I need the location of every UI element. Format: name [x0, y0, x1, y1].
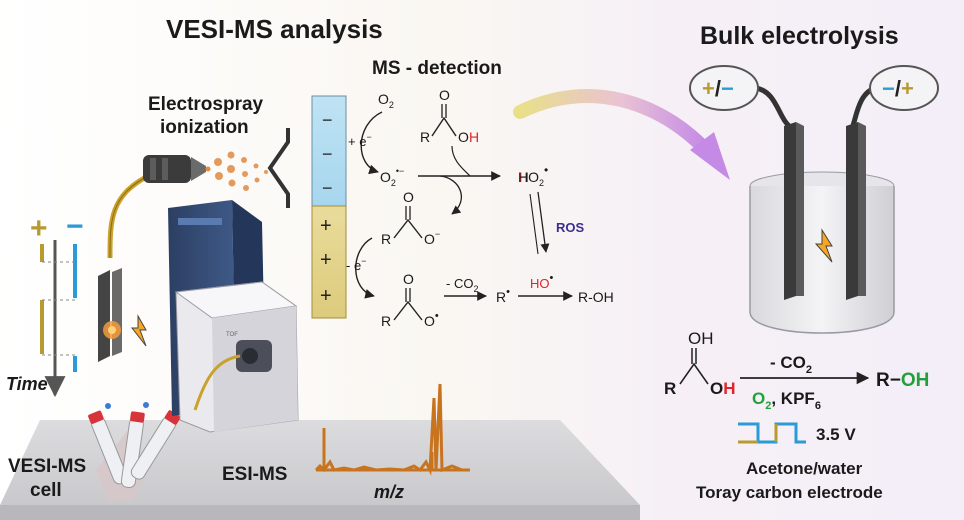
- vesi-cell-label-1: VESI-MS: [8, 456, 86, 477]
- plus-e-text: + e−: [348, 132, 372, 149]
- title-bulk-electrolysis: Bulk electrolysis: [700, 22, 899, 50]
- voltage-label: 3.5 V: [816, 425, 856, 444]
- ros-label: ROS: [556, 220, 585, 235]
- condition-solvent: Acetone/water: [746, 459, 863, 478]
- spray-droplets: [214, 151, 268, 191]
- electrode-sign-right-text: −/+: [882, 76, 914, 101]
- column-plus-2: +: [320, 249, 332, 271]
- carboxylic-acid-top: O R O H: [420, 87, 479, 177]
- title-ms-detection: MS - detection: [372, 58, 502, 79]
- condition-electrode: Toray carbon electrode: [696, 483, 883, 502]
- minus-e-text: - e−: [346, 256, 366, 273]
- vesi-ms-cell-tubes: [88, 374, 212, 500]
- title-vesi-ms: VESI-MS analysis: [166, 14, 383, 44]
- acid-r-top: R: [420, 129, 430, 145]
- ho-radical: HO•: [530, 272, 554, 291]
- ho2-radical: HHO2•: [518, 163, 548, 188]
- bulk-minus-co2: - CO2: [770, 353, 812, 376]
- mechanism-scheme: O2 + e− O2•− O R O H HHO2• ROS O R: [346, 87, 614, 329]
- radical-o-top: O: [403, 271, 414, 287]
- electrode-column: − − − + + +: [311, 95, 347, 319]
- electrospray-label-1: Electrospray: [148, 94, 264, 115]
- bulk-acid-r: R: [664, 379, 676, 398]
- radical-o-dot: O•: [424, 310, 439, 329]
- esi-emitter: [107, 155, 211, 259]
- column-minus-3: −: [322, 178, 333, 198]
- electrode-sign-right: −/+: [869, 65, 939, 111]
- tof-label: TOF: [226, 332, 238, 338]
- mz-label: m/z: [374, 482, 404, 502]
- carboxylate-r: R: [381, 231, 391, 247]
- vesi-cell-label-2: cell: [30, 480, 62, 501]
- carboxylate-o-top: O: [403, 189, 414, 205]
- ms-inlet: [267, 128, 290, 208]
- bulk-acid-oh: OH: [710, 379, 736, 398]
- column-minus-2: −: [322, 144, 333, 164]
- square-wave-icon: [738, 422, 806, 444]
- cell-electrodes: [98, 268, 147, 362]
- sign-plus-left: +: [30, 212, 48, 245]
- sign-minus-left: −: [66, 210, 84, 243]
- acid-h-red: H: [469, 129, 479, 145]
- esi-ms-label: ESI-MS: [222, 464, 287, 485]
- esi-ms-instrument: TOF: [168, 200, 299, 433]
- carboxylate: O R O−: [381, 189, 440, 247]
- bulk-reaction: OH R OH - CO2 O2, KPF6 R−OH: [664, 329, 929, 412]
- bulk-product: R−OH: [876, 370, 929, 391]
- o2-text: O2: [378, 91, 394, 110]
- acid-o-oh: O: [458, 129, 469, 145]
- transition-arrowhead: [690, 132, 730, 180]
- time-label: Time: [6, 374, 48, 394]
- bulk-conditions: O2, KPF6: [752, 389, 821, 412]
- column-plus-1: +: [320, 215, 332, 237]
- electrode-sign-left-text: +/−: [702, 76, 734, 101]
- mech-minus-co2: - CO2: [446, 276, 478, 294]
- column-plus-3: +: [320, 285, 332, 307]
- electrospray-label-2: ionization: [160, 117, 249, 138]
- time-axis: + − Time: [6, 210, 84, 398]
- bulk-acid-o-top: OH: [688, 329, 714, 348]
- electrode-sign-left: +/−: [689, 65, 759, 111]
- acid-o-top: O: [439, 87, 450, 103]
- electrolysis-setup: [749, 85, 895, 334]
- r-radical: R•: [496, 286, 510, 305]
- superoxide-text: O2•−: [380, 166, 404, 188]
- carboxylate-o-minus: O−: [424, 229, 440, 247]
- mass-spectrum: [314, 383, 470, 476]
- radical-r: R: [381, 313, 391, 329]
- lab-table-edge: [0, 505, 640, 520]
- carboxyl-radical: O R O•: [381, 271, 439, 329]
- column-minus-1: −: [322, 110, 333, 130]
- r-oh-product: R-OH: [578, 289, 614, 305]
- transition-arrow: [513, 89, 713, 157]
